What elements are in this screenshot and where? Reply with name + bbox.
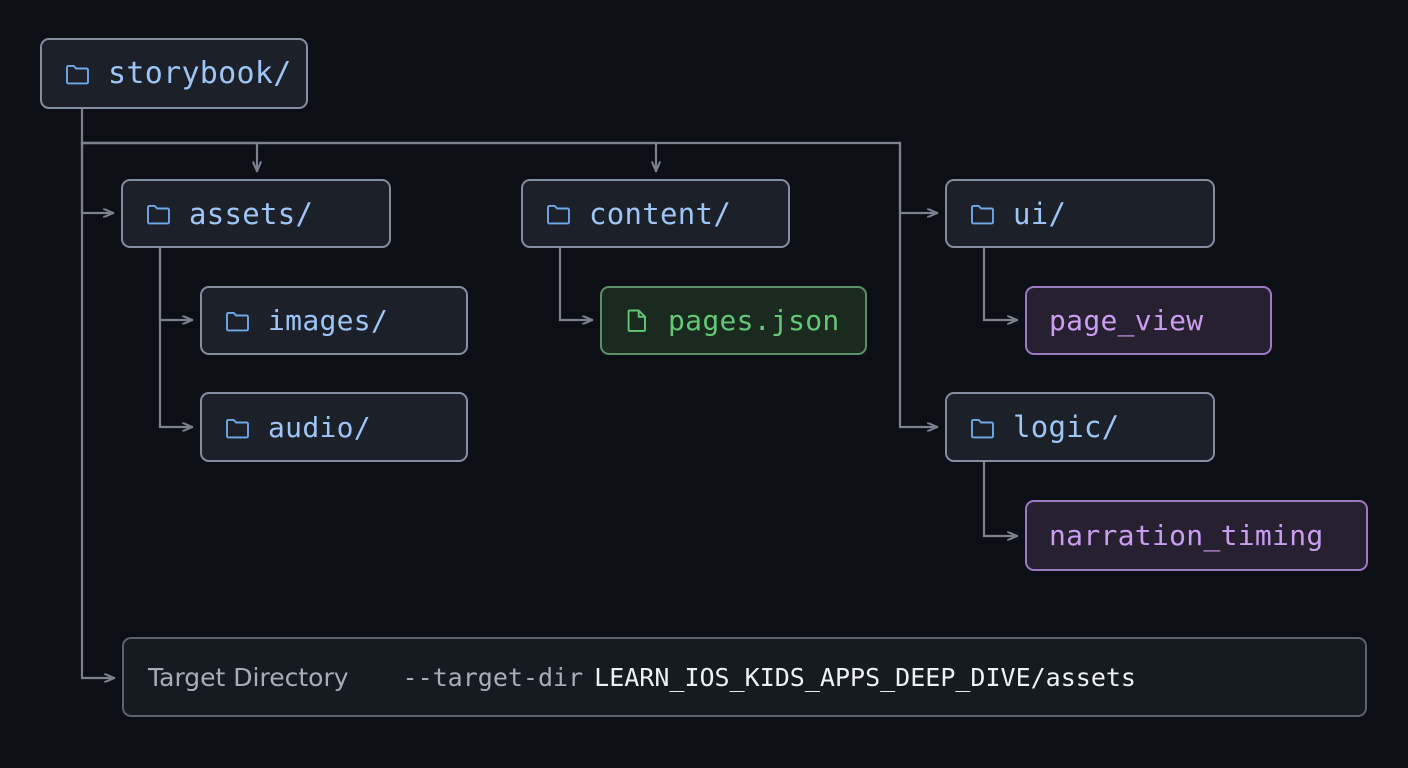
- node-pageview[interactable]: page_view: [1025, 286, 1272, 355]
- node-ui[interactable]: ui/: [945, 179, 1215, 248]
- node-pagesjson[interactable]: pages.json: [600, 286, 867, 355]
- target-dir-flag: --target-dir: [402, 662, 584, 692]
- node-logic[interactable]: logic/: [945, 392, 1215, 462]
- folder-icon: [145, 201, 172, 226]
- node-images[interactable]: images/: [200, 286, 468, 355]
- edge-root-to-logic: [898, 141, 939, 427]
- edge-assets-to-images: [158, 246, 194, 320]
- node-label: content/: [589, 196, 732, 231]
- folder-icon: [969, 415, 996, 440]
- node-audio[interactable]: audio/: [200, 392, 468, 462]
- node-assets[interactable]: assets/: [121, 179, 391, 248]
- target-directory-label: Target Directory: [148, 662, 349, 692]
- node-label: storybook/: [108, 56, 292, 91]
- edge-root-to-target: [80, 141, 116, 678]
- node-label: pages.json: [668, 304, 840, 337]
- node-label: ui/: [1013, 196, 1067, 231]
- target-dir-value: LEARN_IOS_KIDS_APPS_DEEP_DIVE/assets: [594, 662, 1136, 692]
- edge-content-to-pagesjson: [558, 246, 594, 320]
- file-icon: [624, 308, 651, 333]
- node-label: images/: [268, 304, 389, 337]
- folder-icon: [224, 308, 251, 333]
- edge-root-to-content: [80, 141, 656, 173]
- edge-root-to-assets: [80, 107, 257, 173]
- folder-icon: [224, 415, 251, 440]
- node-root[interactable]: storybook/: [40, 38, 308, 109]
- node-label: page_view: [1049, 304, 1204, 337]
- edge-logic-to-narration: [982, 460, 1019, 536]
- target-directory-bar[interactable]: Target Directory --target-dir LEARN_IOS_…: [122, 637, 1367, 717]
- node-label: audio/: [268, 410, 371, 444]
- node-narration[interactable]: narration_timing: [1025, 500, 1368, 571]
- edge-root-to-assets-in: [80, 141, 115, 213]
- folder-icon: [969, 201, 996, 226]
- node-label: narration_timing: [1049, 519, 1324, 552]
- folder-icon: [545, 201, 572, 226]
- edge-assets-to-audio: [158, 246, 194, 427]
- node-label: assets/: [189, 196, 314, 231]
- node-label: logic/: [1013, 410, 1120, 444]
- node-content[interactable]: content/: [521, 179, 790, 248]
- edge-ui-to-pageview: [982, 246, 1019, 320]
- folder-icon: [64, 61, 91, 86]
